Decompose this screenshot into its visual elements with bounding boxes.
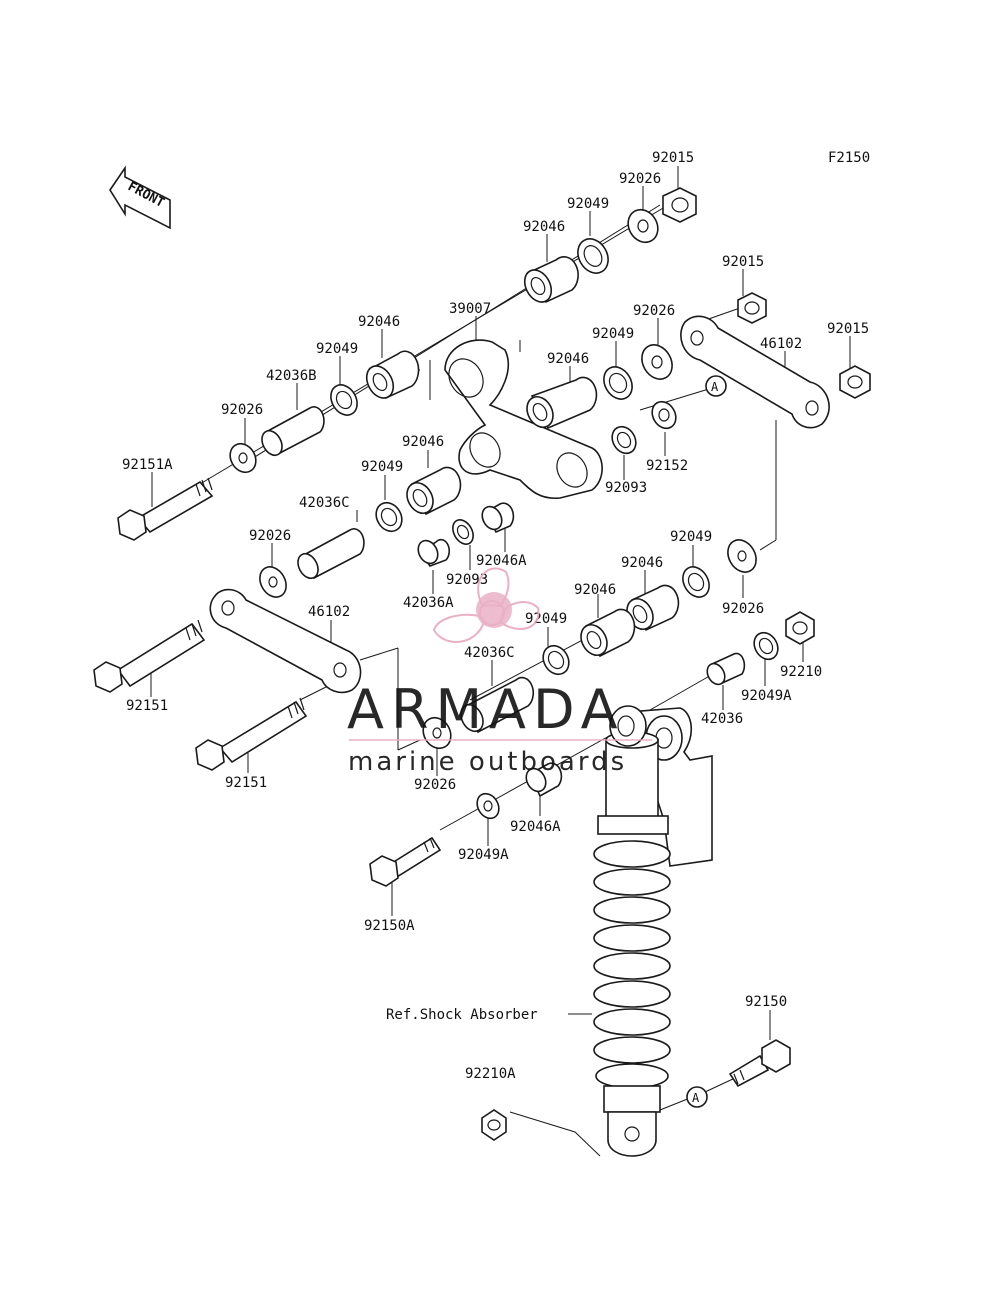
watermark-tagline: marine outboards [348,747,627,777]
part-label-92049: 92049 [525,611,567,627]
collar-42036A [417,538,451,567]
front-arrow-icon: FRONT [109,165,171,230]
part-label-92026: 92026 [249,528,291,544]
nut-92015-right [839,365,871,399]
part-label-92026: 92026 [414,777,456,793]
seal-92049-top [577,238,609,274]
part-label-92049: 92049 [567,196,609,212]
part-label-46102: 46102 [760,336,802,352]
part-label-92026: 92026 [633,303,675,319]
spring-coils [593,840,671,1089]
part-label-42036: 42036 [701,711,743,727]
part-label-92046: 92046 [621,555,663,571]
part-label-92015: 92015 [827,321,869,337]
part-label-92049: 92049 [670,529,712,545]
callout-a-upper: A [705,375,727,397]
callout-a-lower-label: A [692,1091,700,1105]
collar-42036C-lower [460,676,535,734]
bearing-92046-left-mid [406,466,462,516]
propeller-logo-icon [432,567,540,643]
washer-92026-mid [641,344,673,380]
part-label-92046: 92046 [523,219,565,235]
washer-92026-right-mid [727,539,757,573]
seal-92049-center-lower [542,644,570,676]
part-label-92049: 92049 [316,341,358,357]
seal-92049A-lower [476,792,500,820]
callout-a-lower: A [686,1086,708,1108]
nut-92015-top [662,187,697,223]
bolt-92151-upper [93,619,206,693]
part-label-92026: 92026 [722,601,764,617]
bearing-92046-left-upper [365,350,420,400]
part-label-92046a: 92046A [510,819,561,835]
washer-92152 [651,400,677,430]
washer-92026-left-upper [229,442,257,474]
bolt-92150A [369,836,442,887]
part-label-92015: 92015 [652,150,694,166]
part-label-92151: 92151 [126,698,168,714]
seal-92049-mid [603,366,633,400]
bearing-92046-mid [526,376,598,430]
bearing-92046A-center [481,502,515,534]
part-label-92046: 92046 [547,351,589,367]
watermark-brand: ARMADA [347,678,625,741]
part-label-92152: 92152 [646,458,688,474]
link-46102-right [680,315,830,429]
part-label-92210: 92210 [780,664,822,680]
callout-a-upper-label: A [711,380,719,394]
diagram-code: F2150 [828,150,870,166]
bolt-92150 [728,1039,791,1088]
bolt-92151-lower [195,697,308,771]
part-label-46102: 46102 [308,604,350,620]
part-label-92046: 92046 [574,582,616,598]
watermark: ARMADA marine outboards [347,567,652,777]
seal-92049-right-mid [682,566,710,598]
part-label-92049a: 92049A [458,847,509,863]
part-label-92093: 92093 [605,480,647,496]
shock-absorber [593,705,713,1157]
nut-92015-right-upper [737,292,767,324]
reference-label: Ref.Shock Absorber [386,1007,538,1023]
seal-92049-left-mid [375,501,403,533]
seal-92049A-right [753,631,779,661]
part-label-92015: 92015 [722,254,764,270]
part-label-92046: 92046 [402,434,444,450]
nut-92210A [481,1109,507,1141]
washer-92026-left-mid [259,566,287,598]
seal-92093-center [452,519,474,545]
collar-42036C-upper [297,528,365,580]
bearing-92046-top [523,256,579,304]
part-label-92046: 92046 [358,314,400,330]
part-label-92150a: 92150A [364,918,415,934]
part-label-92151: 92151 [225,775,267,791]
part-label-92049: 92049 [592,326,634,342]
part-label-92049: 92049 [361,459,403,475]
part-label-92049a: 92049A [741,688,792,704]
bearing-92046A-lower [525,762,563,798]
link-46102-left [209,588,362,694]
part-label-92026: 92026 [619,171,661,187]
washer-92026-top [627,208,659,244]
part-label-42036a: 42036A [403,595,454,611]
collar-42036 [706,652,746,686]
part-label-92046a: 92046A [476,553,527,569]
nut-92210 [785,611,815,645]
seal-92049-left-upper [330,384,358,416]
part-label-92151a: 92151A [122,457,173,473]
part-label-92150: 92150 [745,994,787,1010]
seal-92093-right [611,425,637,455]
part-label-42036c: 42036C [464,645,515,661]
part-label-92210a: 92210A [465,1066,516,1082]
part-label-42036c: 42036C [299,495,350,511]
part-label-42036b: 42036B [266,368,317,384]
collar-42036B [261,406,325,457]
bearing-92046-right-lower [580,608,636,658]
part-label-39007: 39007 [449,301,491,317]
part-label-92026: 92026 [221,402,263,418]
rocker-arm-39007 [444,339,603,500]
bolt-92151A [117,477,214,541]
